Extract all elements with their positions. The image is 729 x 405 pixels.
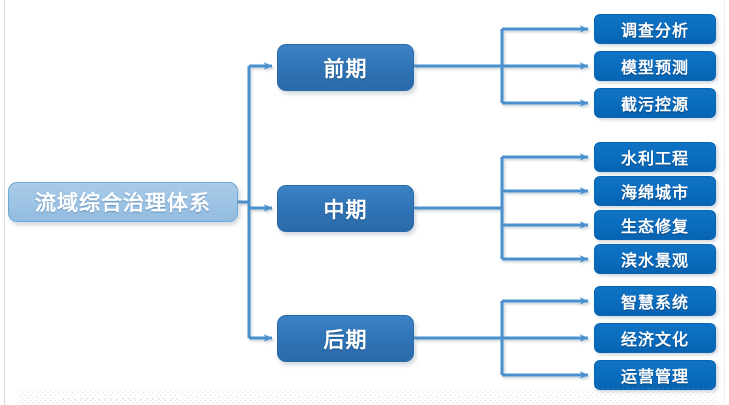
node-leaf-label: 调查分析	[620, 23, 689, 40]
node-leaf-water-conservancy[interactable]: 水利工程	[594, 142, 716, 172]
node-leaf-label: 截污控源	[620, 97, 689, 114]
node-stage-middle-label: 中期	[323, 198, 368, 222]
page-left-rule	[4, 0, 5, 405]
node-stage-late[interactable]: 后期	[277, 315, 414, 362]
node-leaf-label: 模型预测	[620, 60, 689, 77]
node-leaf-smart-system[interactable]: 智慧系统	[594, 286, 716, 316]
node-stage-late-label: 后期	[323, 328, 368, 352]
node-root[interactable]: 流域综合治理体系	[8, 182, 238, 222]
bottom-texture-accent	[60, 396, 180, 402]
node-leaf-survey-analysis[interactable]: 调查分析	[594, 14, 716, 44]
node-leaf-ecological-restoration[interactable]: 生态修复	[594, 210, 716, 240]
node-leaf-sponge-city[interactable]: 海绵城市	[594, 176, 716, 206]
node-leaf-operations-management[interactable]: 运营管理	[594, 360, 716, 390]
bottom-texture-strip	[18, 388, 718, 405]
node-leaf-label: 滨水景观	[620, 253, 689, 270]
node-stage-middle[interactable]: 中期	[277, 185, 414, 232]
node-leaf-label: 水利工程	[620, 151, 689, 168]
node-leaf-label: 经济文化	[620, 332, 689, 349]
node-leaf-label: 生态修复	[620, 219, 689, 236]
node-root-label: 流域综合治理体系	[35, 192, 211, 215]
node-stage-early-label: 前期	[323, 57, 368, 81]
node-leaf-label: 海绵城市	[620, 185, 689, 202]
node-leaf-waterfront-landscape[interactable]: 滨水景观	[594, 244, 716, 274]
page-right-rule	[724, 0, 725, 405]
node-leaf-label: 运营管理	[620, 369, 689, 386]
node-leaf-label: 智慧系统	[620, 295, 689, 312]
node-leaf-economy-culture[interactable]: 经济文化	[594, 323, 716, 353]
node-leaf-pollution-interception[interactable]: 截污控源	[594, 88, 716, 118]
node-leaf-model-prediction[interactable]: 模型预测	[594, 51, 716, 81]
node-stage-early[interactable]: 前期	[277, 44, 414, 91]
